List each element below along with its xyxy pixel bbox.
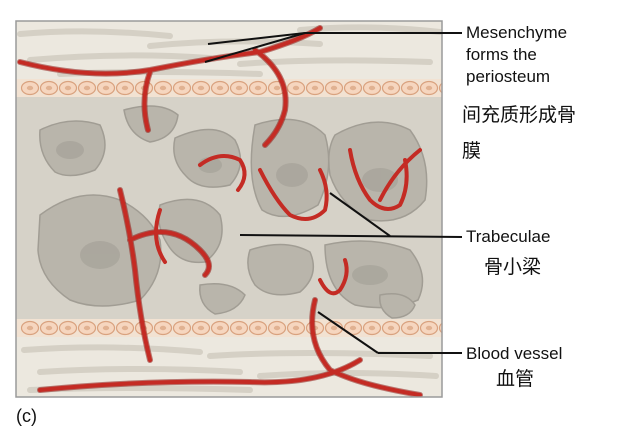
cell-nucleus — [425, 85, 433, 91]
cell-nucleus — [26, 85, 34, 91]
cell-nucleus — [254, 325, 262, 331]
cell-nucleus — [254, 85, 262, 91]
panel-label: (c) — [16, 406, 37, 426]
periosteum-cells-top — [20, 80, 451, 96]
cell-nucleus — [178, 85, 186, 91]
blood-vessel-top — [18, 26, 322, 76]
cell-nucleus — [178, 325, 186, 331]
cell-nucleus — [121, 325, 129, 331]
cell-nucleus — [330, 325, 338, 331]
cell-nucleus — [368, 85, 376, 91]
illustration-border — [15, 20, 443, 398]
cavity-shading — [56, 141, 398, 285]
cell-nucleus — [406, 85, 414, 91]
mesenchyme-label-cn-line1: 间充质形成骨 — [462, 104, 577, 126]
cell-nucleus — [121, 85, 129, 91]
cell-nucleus — [292, 325, 300, 331]
cell-nucleus — [273, 85, 281, 91]
cell-nucleus — [102, 325, 110, 331]
cell-nucleus — [235, 325, 243, 331]
cell-nucleus — [330, 85, 338, 91]
mesenchyme-label-line1: Mesenchyme — [466, 23, 568, 42]
cell-nucleus — [387, 85, 395, 91]
cell-nucleus — [64, 85, 72, 91]
leader-mesenchyme-c — [204, 32, 306, 63]
cell-nucleus — [273, 325, 281, 331]
cell-nucleus — [292, 85, 300, 91]
leader-lines — [204, 32, 463, 354]
blood-vessels — [17, 25, 423, 397]
cell-nucleus — [159, 325, 167, 331]
cell-nucleus — [26, 325, 34, 331]
cell-nucleus — [197, 325, 205, 331]
blood-vessel-bottom — [38, 358, 362, 392]
blood-vessel-label-cn: 血管 — [496, 368, 535, 390]
mesenchyme-fibers-bottom — [21, 344, 439, 393]
cell-nucleus — [45, 325, 53, 331]
trabeculae-label: Trabeculae — [466, 227, 551, 246]
periosteum-cells-bottom — [20, 320, 451, 336]
cell-nucleus — [349, 325, 357, 331]
trabeculae-label-cn: 骨小梁 — [484, 256, 542, 278]
mesenchyme-label-cn-line2: 膜 — [462, 140, 482, 162]
cell-nucleus — [64, 325, 72, 331]
cell-nucleus — [102, 85, 110, 91]
cell-nucleus — [83, 85, 91, 91]
cell-nucleus — [216, 85, 224, 91]
leader-trabeculae-b — [329, 192, 391, 237]
cell-nucleus — [425, 325, 433, 331]
cell-nucleus — [83, 325, 91, 331]
mesenchyme-label-line3: periosteum — [466, 67, 551, 86]
cell-nucleus — [197, 85, 205, 91]
cell-nucleus — [387, 325, 395, 331]
leader-blood-vessel-b — [317, 311, 379, 354]
blood-vessel-label: Blood vessel — [466, 344, 563, 363]
cell-nucleus — [159, 85, 167, 91]
leader-mesenchyme-b — [207, 32, 306, 45]
cell-nucleus — [235, 85, 243, 91]
mesenchyme-label-line2: forms the — [466, 45, 537, 64]
cell-nucleus — [445, 326, 451, 330]
cell-nucleus — [216, 325, 224, 331]
cell-nucleus — [45, 85, 53, 91]
cell-nucleus — [368, 325, 376, 331]
cell-nucleus — [406, 325, 414, 331]
cell-nucleus — [445, 86, 451, 90]
leader-trabeculae — [239, 234, 463, 238]
cell-nucleus — [311, 85, 319, 91]
cell-nucleus — [349, 85, 357, 91]
